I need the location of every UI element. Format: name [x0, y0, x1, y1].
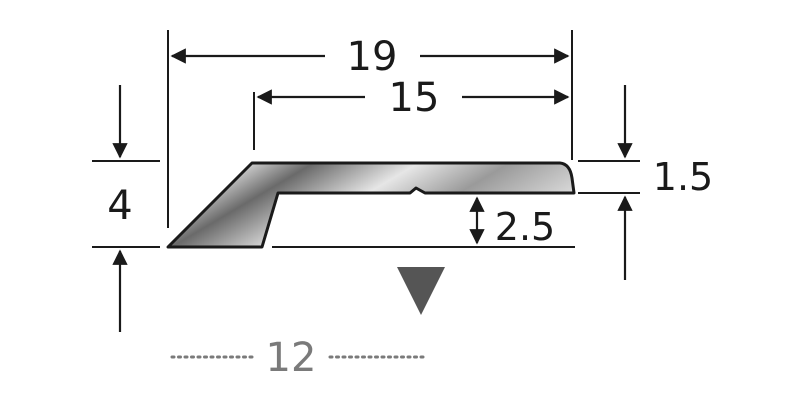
position-marker-icon [397, 267, 445, 315]
extension-lines [92, 30, 640, 248]
profile-shape [166, 161, 576, 249]
leg-height-label: 2.5 [495, 205, 555, 249]
top-width-label: 15 [389, 75, 440, 121]
height-label: 4 [107, 183, 132, 229]
gap-label: 12 [266, 335, 317, 381]
overall-width-label: 19 [347, 34, 398, 80]
top-thickness-label: 1.5 [653, 155, 713, 199]
